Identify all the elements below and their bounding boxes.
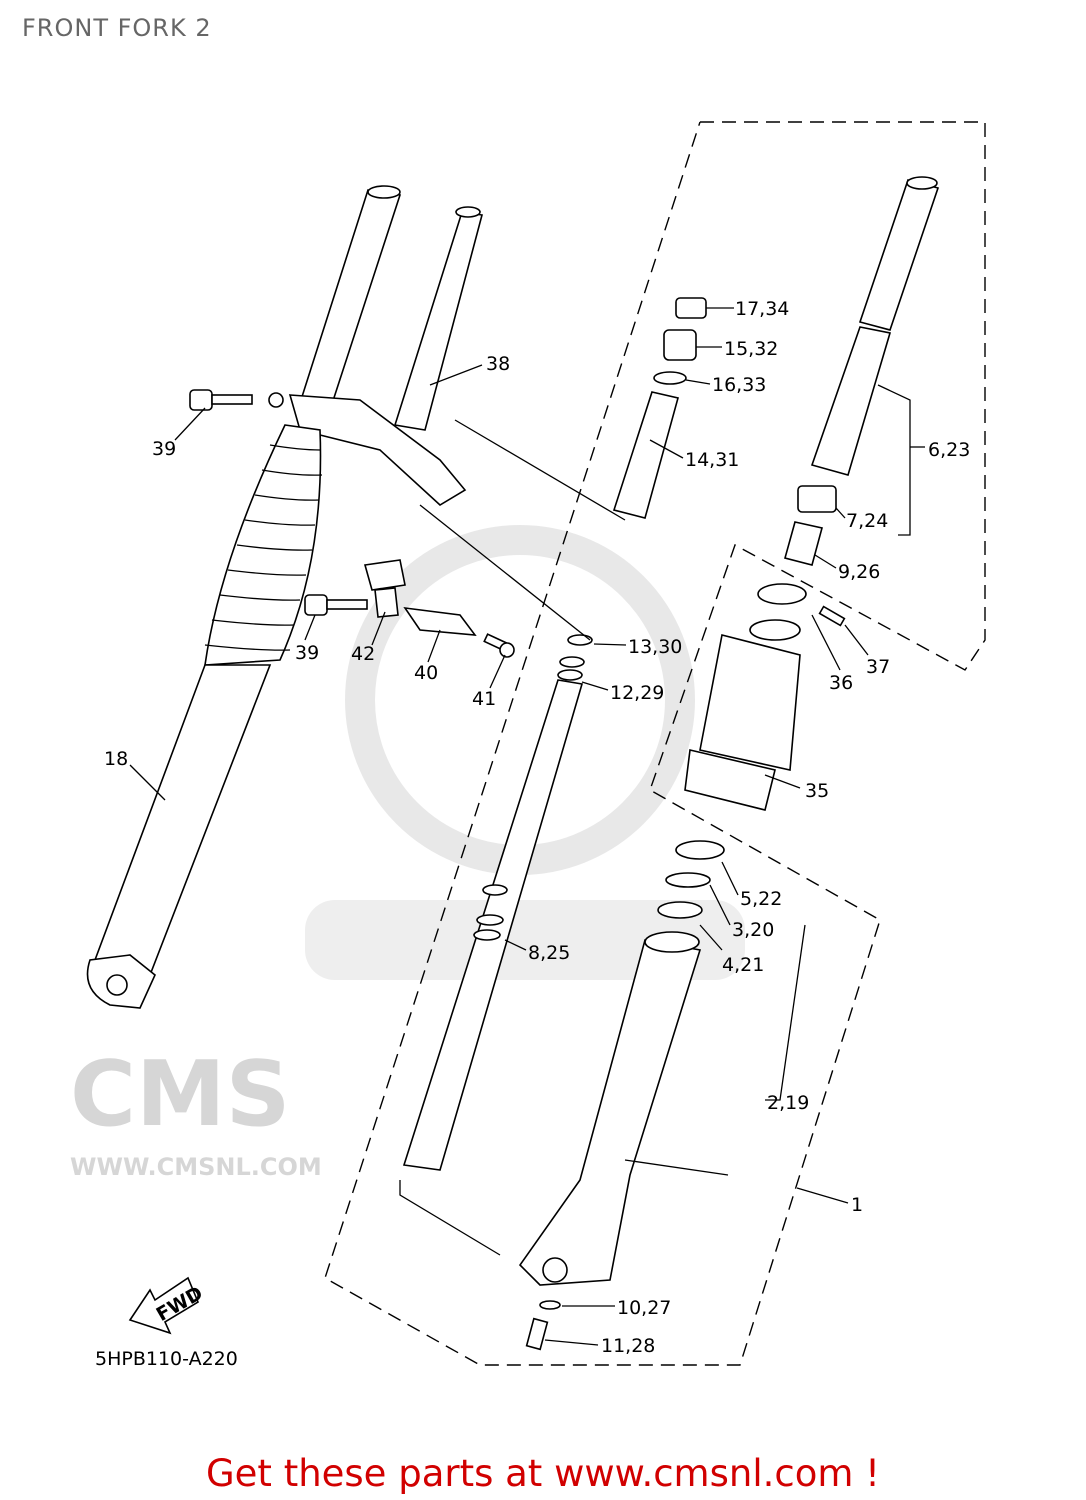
- callout: 8,25: [528, 942, 570, 964]
- inner-tube-6-23: [784, 176, 940, 566]
- footer-link[interactable]: Get these parts at www.cmsnl.com !: [205, 1452, 880, 1495]
- callout: 15,32: [724, 338, 778, 360]
- callout: 35: [805, 780, 829, 802]
- seal-boot-35-36-37: [684, 583, 846, 811]
- callout: 37: [866, 656, 890, 678]
- watermark-cms: CMS: [70, 1042, 290, 1147]
- callout: 10,27: [617, 1297, 671, 1319]
- callout: 2,19: [767, 1092, 809, 1114]
- fwd-arrow-icon: FWD: [128, 1276, 207, 1335]
- callout: 11,28: [601, 1335, 655, 1357]
- callout: 36: [829, 672, 853, 694]
- callout: 17,34: [735, 298, 789, 320]
- leader-lines: [129, 307, 925, 1346]
- bracket-parts-39-42-40-41: [304, 559, 515, 658]
- callout: 1: [851, 1194, 863, 1216]
- callout-labels: 17,34 15,32 16,33 14,31 6,23 7,24 9,26 3…: [95, 298, 970, 1370]
- callout: 14,31: [685, 449, 739, 471]
- callout: 39: [295, 642, 319, 664]
- callout: 9,26: [838, 561, 880, 583]
- callout: 4,21: [722, 954, 764, 976]
- watermark-logo: CMS WWW.CMSNL.COM: [70, 1042, 322, 1181]
- callout: 39: [152, 438, 176, 460]
- callout: 18: [104, 748, 128, 770]
- bolt-39-upper: [189, 389, 284, 411]
- callout: 38: [486, 353, 510, 375]
- fork-assembly-18: [86, 185, 484, 1009]
- outer-tube-1: [518, 840, 725, 1351]
- dashed-group-outlines: [324, 121, 986, 1366]
- callout: 13,30: [628, 636, 682, 658]
- callout: 16,33: [712, 374, 766, 396]
- rod-spring-8-12-13: [402, 634, 593, 1171]
- callout: 40: [414, 662, 438, 684]
- page-title: FRONT FORK 2: [22, 14, 212, 42]
- callout: 5,22: [740, 888, 782, 910]
- watermark-url: WWW.CMSNL.COM: [70, 1153, 322, 1181]
- callout: 12,29: [610, 682, 664, 704]
- callout: 7,24: [846, 510, 888, 532]
- diagram-code: 5HPB110-A220: [95, 1348, 238, 1370]
- callout: 42: [351, 643, 375, 665]
- callout: 41: [472, 688, 496, 710]
- callout: 3,20: [732, 919, 774, 941]
- cap-parts-17-15-16-14: [612, 297, 707, 519]
- callout: 6,23: [928, 439, 970, 461]
